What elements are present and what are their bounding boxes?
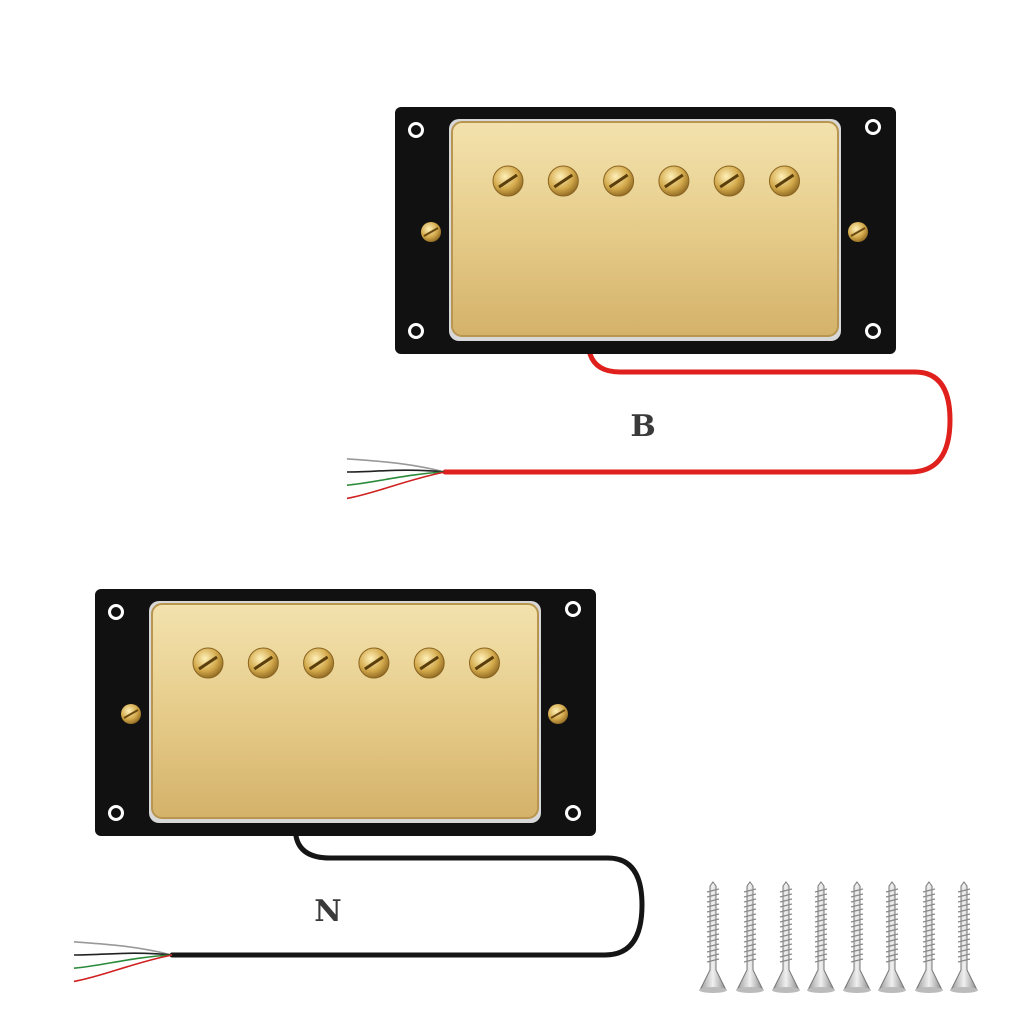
lead-wire [73,952,173,956]
mounting-screws [699,881,978,993]
screw [736,881,764,993]
pole-slot [364,655,384,671]
pole-slot [608,173,629,189]
lead-wire [346,471,446,486]
lead-wire [346,471,446,500]
pole-slot [253,655,274,671]
bridge-label: B [630,409,655,444]
pole-slot [774,173,795,189]
pole-slot [498,173,518,189]
screw [915,881,943,993]
pole-slot [719,173,740,189]
lead-wire [73,954,173,969]
screw [878,881,906,993]
screw [807,881,835,993]
pole-slot [419,655,440,671]
lead-wire [346,458,446,473]
neck-pickup [73,589,645,983]
lead-wire [73,941,173,956]
gold-cover [151,603,539,819]
pole-slot [664,173,684,189]
pickup-wire [442,351,953,475]
screw [843,881,871,993]
gold-cover [451,121,839,337]
pole-slot [308,655,329,671]
neck-label: N [314,894,341,929]
pickup-wire [169,833,645,958]
pole-slot [198,655,218,671]
bridge-pickup [346,107,953,500]
pole-slot [553,173,574,189]
screw [772,881,800,993]
lead-wire [73,954,173,983]
screw [950,881,978,993]
screw [699,881,727,993]
pole-slot [474,655,495,671]
lead-wire [346,469,446,473]
